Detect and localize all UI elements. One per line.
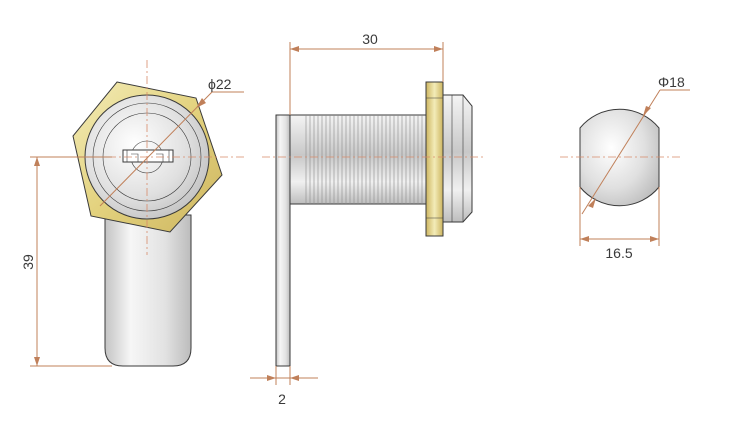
cam-plate: [275, 114, 291, 367]
length-label: 30: [362, 31, 378, 47]
thread-lines: [305, 115, 423, 204]
side-hex-nut: [425, 81, 444, 237]
cam-tongue: [104, 214, 192, 367]
shaft-diameter-label: Φ18: [658, 74, 685, 90]
height-label: 39: [20, 254, 36, 270]
height-arrow-top: [34, 157, 40, 166]
head-diameter-arrow: [196, 98, 206, 108]
keyway-slot: [122, 149, 174, 163]
length-arrow-left: [290, 46, 299, 52]
keyway-profile: [126, 150, 170, 162]
cross-section: Φ18 16.5: [560, 74, 690, 261]
thickness-arrow-left: [267, 375, 276, 381]
head-diameter-label: ϕ22: [208, 76, 232, 92]
lock-head-rings: [451, 95, 464, 222]
length-arrow-right: [434, 46, 443, 52]
head-diameter-leader: [99, 91, 213, 207]
flat-arrow-left: [580, 236, 589, 242]
shaft-diameter-arrow-bottom: [588, 198, 596, 208]
flat-width-label: 16.5: [605, 245, 632, 261]
double-d-profile: [579, 108, 660, 207]
thickness-label: 2: [278, 391, 286, 407]
side-view: 30 2: [250, 31, 486, 407]
shaft-diameter-arrow-top: [643, 106, 651, 116]
lock-head: [442, 94, 473, 223]
height-arrow-bottom: [34, 357, 40, 366]
thickness-arrow-right: [290, 375, 299, 381]
flat-arrow-right: [650, 236, 659, 242]
front-view: ϕ22 39: [20, 60, 245, 367]
